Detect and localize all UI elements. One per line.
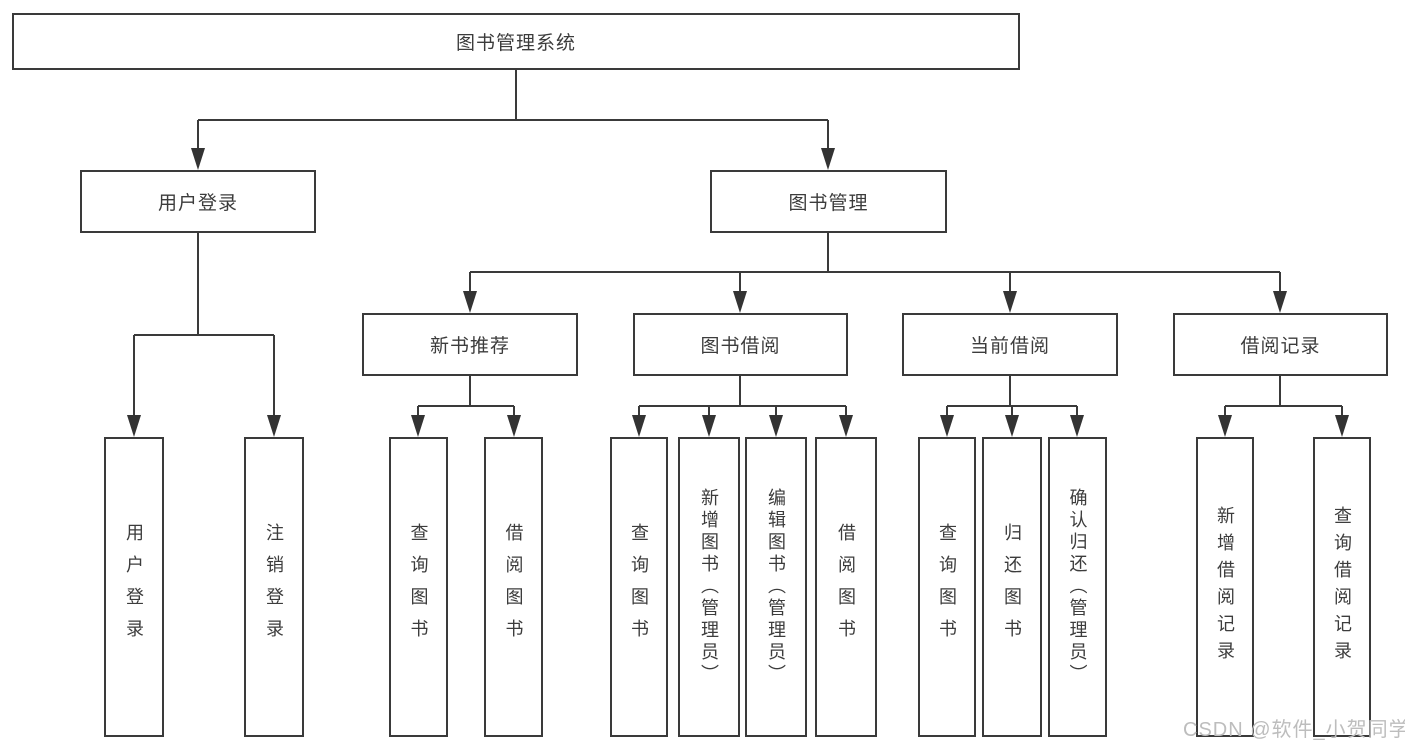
node-new-book-recommend: 新书推荐: [362, 313, 578, 376]
leaf-user-login: 用户登录: [104, 437, 164, 737]
leaf-label: 查询图书: [629, 523, 649, 651]
leaf-borrow-book: 借阅图书: [815, 437, 877, 737]
leaf-add-book-admin: 新增图书（管理员）: [678, 437, 740, 737]
node-user-login: 用户登录: [80, 170, 316, 233]
leaf-borrow-book-recommend: 借阅图书: [484, 437, 543, 737]
leaf-query-book-current: 查询图书: [918, 437, 976, 737]
node-current-borrow: 当前借阅: [902, 313, 1118, 376]
leaf-return-book: 归还图书: [982, 437, 1042, 737]
leaf-label: 查询图书: [937, 523, 957, 651]
leaf-query-book-borrow: 查询图书: [610, 437, 668, 737]
leaf-label: 查询借阅记录: [1332, 506, 1352, 668]
leaf-add-borrow-record: 新增借阅记录: [1196, 437, 1254, 737]
leaf-query-borrow-record: 查询借阅记录: [1313, 437, 1371, 737]
csdn-watermark: CSDN @软件_小贺同学: [1183, 719, 1405, 741]
leaf-label: 新增借阅记录: [1215, 506, 1235, 668]
leaf-edit-book-admin: 编辑图书（管理员）: [745, 437, 807, 737]
leaf-label: 借阅图书: [836, 523, 856, 651]
leaf-label: 归还图书: [1002, 523, 1022, 651]
leaf-label: 用户登录: [124, 523, 144, 651]
leaf-label: 借阅图书: [503, 523, 524, 651]
leaf-confirm-return-admin: 确认归还（管理员）: [1048, 437, 1107, 737]
leaf-label: 新增图书（管理员）: [699, 488, 719, 686]
leaf-logout: 注销登录: [244, 437, 304, 737]
leaf-label: 查询图书: [408, 523, 429, 651]
leaf-label: 确认归还（管理员）: [1067, 488, 1088, 686]
leaf-query-book-recommend: 查询图书: [389, 437, 448, 737]
node-book-borrow: 图书借阅: [633, 313, 848, 376]
node-book-management: 图书管理: [710, 170, 947, 233]
node-borrow-records: 借阅记录: [1173, 313, 1388, 376]
node-root-system: 图书管理系统: [12, 13, 1020, 70]
leaf-label: 编辑图书（管理员）: [766, 488, 786, 686]
leaf-label: 注销登录: [264, 523, 284, 651]
